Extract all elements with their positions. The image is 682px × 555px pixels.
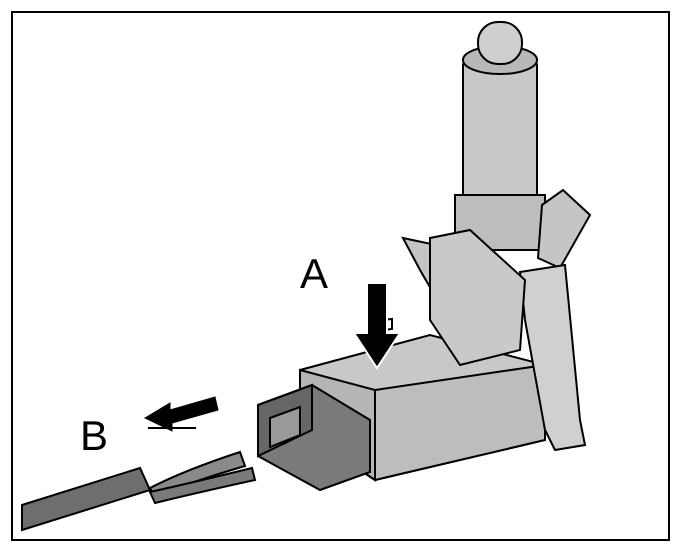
pull-arrow-shape xyxy=(143,396,219,432)
press-arrow-shape xyxy=(352,282,402,370)
callout-b: B xyxy=(80,412,108,459)
right-clip-wing xyxy=(536,188,592,270)
connector-housing xyxy=(257,317,546,492)
sensor-mount xyxy=(401,21,592,452)
left-arrow-icon xyxy=(143,396,219,432)
cable-wire-lower xyxy=(148,466,257,505)
callout-a: A xyxy=(300,250,328,297)
sensor-lower-housing xyxy=(429,228,527,367)
down-arrow-icon xyxy=(352,282,402,370)
sensor-tip xyxy=(477,21,523,65)
plug-socket xyxy=(269,405,301,449)
connector-side-face xyxy=(374,363,546,482)
mounting-bracket xyxy=(518,263,587,452)
cable-assembly xyxy=(21,450,257,532)
